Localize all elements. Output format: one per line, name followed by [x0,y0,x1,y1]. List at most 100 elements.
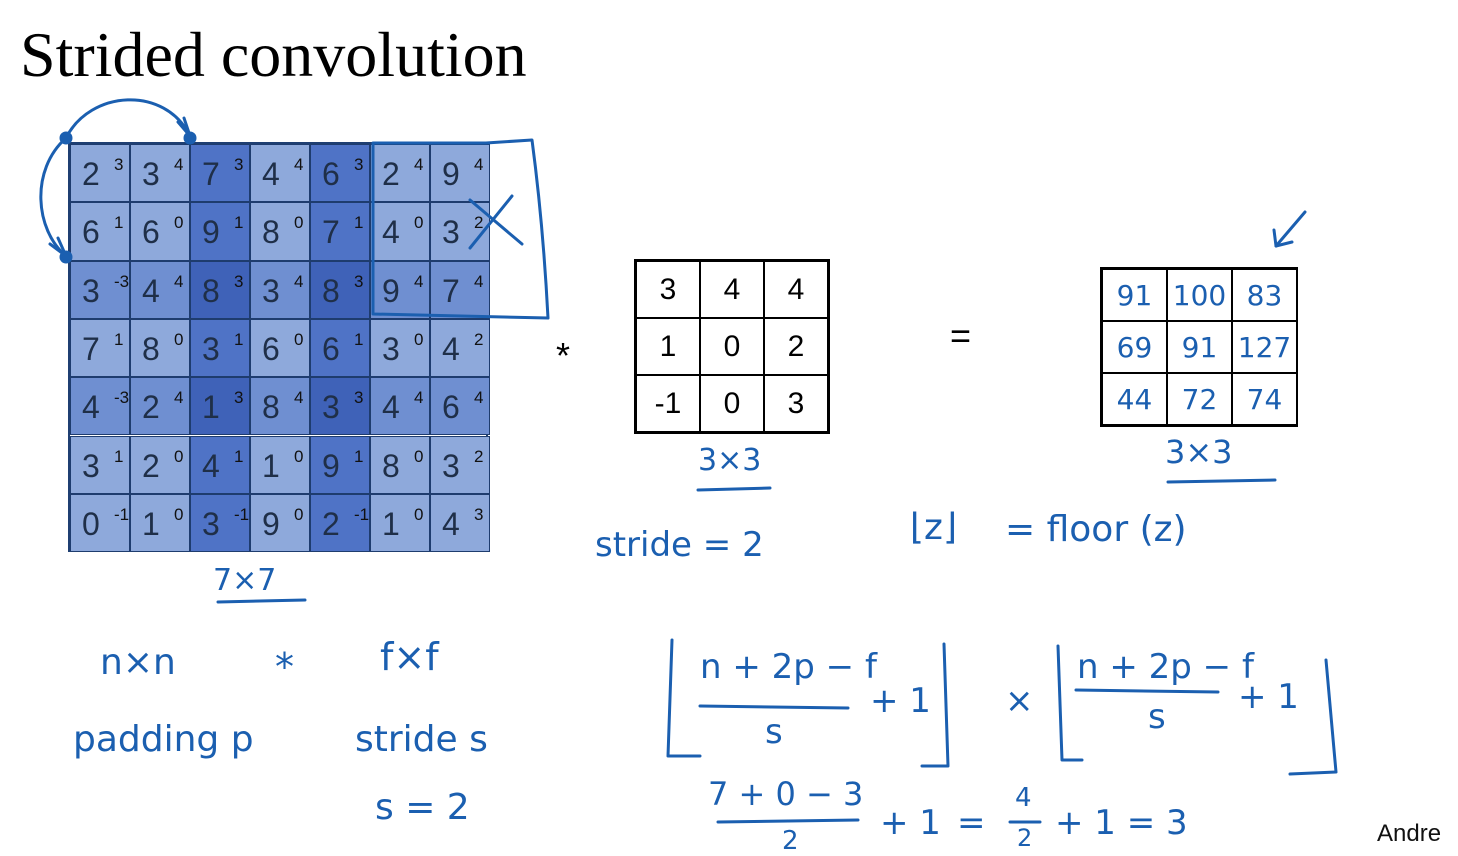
filter-overlay-weight: 4 [474,388,484,408]
output-cell: 83 [1232,269,1297,321]
input-cell-value: 3 [202,330,220,367]
filter-cell: 4 [700,261,764,318]
input-cell: 0-1 [70,493,130,553]
filter-overlay-weight: 1 [234,213,244,233]
filter-cell: 3 [636,261,700,318]
input-cell-value: 4 [142,272,160,309]
floor-definition: = floor (z) [1005,509,1187,550]
invalid-cross-2 [468,194,514,250]
input-cell-value: 4 [262,156,280,192]
filter-cell: -1 [636,375,700,432]
equals-operator: = [950,315,972,356]
stride-arrow-vertical [39,136,68,258]
input-size-underline [216,598,307,604]
filter-overlay-weight: 3 [354,271,364,291]
slide-title: Strided convolution [20,19,527,90]
input-cell: 4-3 [70,377,130,436]
output-cell: 100 [1167,269,1232,321]
filter-overlay-weight: 4 [414,388,424,408]
input-cell-value: 2 [142,389,160,426]
filter-overlay-weight: -1 [114,504,130,524]
padding-note: padding p [73,719,254,760]
filter-overlay-weight: -1 [354,504,370,524]
filter-overlay-weight: 4 [294,155,304,174]
input-cell-value: 7 [202,156,220,192]
filter-overlay-weight: 1 [114,446,124,466]
stride-note: stride = 2 [595,525,764,565]
example-fraction-denominator: 2 [1017,824,1033,852]
filter-overlay-weight: 4 [174,388,184,408]
stride-arrow-horizontal [64,98,192,140]
formula-numerator-2: n + 2p − f [1077,647,1254,687]
floor-bracket-left-1 [666,638,702,758]
filter-overlay-weight: 0 [174,329,184,349]
filter-overlay-weight: 4 [294,388,304,408]
output-cell: 91 [1167,321,1232,373]
filter-overlay-weight: 4 [294,271,304,291]
filter-overlay-weight: 4 [174,155,184,174]
filter-overlay-weight: 3 [474,504,484,524]
input-cell-value: 4 [202,447,220,484]
filter-overlay-weight: 3 [234,271,244,291]
filter-overlay-weight: 3 [234,155,244,174]
filter-overlay-weight: 2 [474,329,484,349]
example-numerator: 7 + 0 − 3 [708,775,864,813]
input-cell: 3-1 [190,493,250,553]
output-cell: 91 [1102,269,1167,321]
stride-dot-down [59,250,73,264]
input-cell-value: 3 [142,156,160,192]
filter-cell: 0 [700,375,764,432]
example-fraction-numerator: 4 [1015,783,1032,813]
example-fraction-bar [716,818,860,824]
example-equals: = [957,803,986,843]
filter-overlay-weight: 1 [354,213,364,233]
filter-overlay-weight: -3 [114,388,130,408]
filter-overlay-weight: 2 [474,213,484,233]
filter-overlay-weight: 0 [294,504,304,524]
filter-cell: 0 [700,318,764,375]
output-cell: 127 [1232,321,1297,373]
input-cell-value: 8 [202,272,220,309]
formula-numerator-1: n + 2p − f [700,647,877,687]
invalid-cross-1 [468,198,524,246]
input-cell-value: 4 [382,214,400,251]
formula-fraction-bar-2 [1074,688,1220,694]
output-pointer-arrow [1274,210,1307,248]
input-cell-value: 3 [382,330,400,367]
input-cell-value: 6 [322,156,340,192]
floor-bracket-right-1 [920,642,950,768]
input-cell-value: 2 [382,156,400,192]
f-by-f-note: f×f [380,635,439,679]
filter-overlay-weight: 4 [414,155,424,174]
input-cell-value: 3 [82,447,100,484]
input-cell-value: 4 [442,505,460,542]
input-cell-value: 3 [82,272,100,309]
filter-overlay-weight: 3 [234,388,244,408]
input-cell-value: 9 [382,272,400,309]
input-cell-value: 1 [262,447,280,484]
input-cell-value: 2 [82,156,100,192]
formula-denominator-2: s [1148,697,1166,737]
filter-overlay-weight: 0 [174,446,184,466]
